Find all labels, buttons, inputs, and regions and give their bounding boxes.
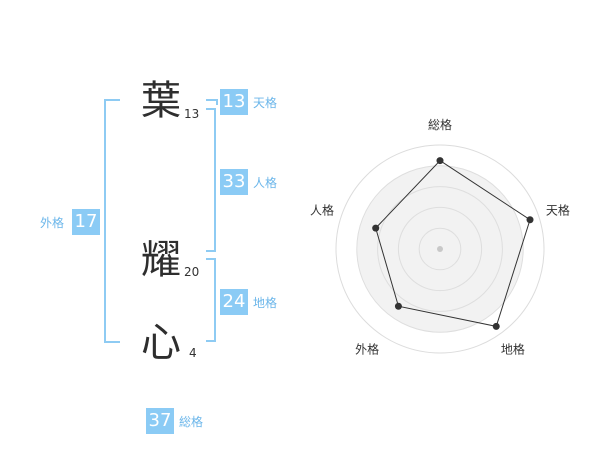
radar-ring [377,186,503,312]
jinkaku-bracket [206,108,216,252]
radar-point-1 [436,157,444,165]
name-char-2-strokes: 20 [184,265,200,279]
radar-ring [335,144,545,354]
chikaku-label: 地格 [253,296,278,310]
name-char-3-strokes: 4 [189,346,197,360]
radar-ring [356,165,524,333]
radar-ring [418,227,462,271]
radar-axis-label: 人格 [310,203,334,218]
radar-axis-label: 総格 [428,117,452,132]
radar-ring [397,206,483,292]
chikaku-value: 24 [220,289,248,315]
tenkaku-value: 13 [220,89,248,115]
radar-point-5 [372,224,380,232]
radar-point-4 [394,302,402,310]
radar-series-polygon [375,159,531,327]
name-char-1: 葉 [141,78,181,124]
tenkaku-bracket [206,99,218,105]
radar-center-dot [437,246,443,252]
gaikaku-value: 17 [72,209,100,235]
radar-axis-label: 天格 [546,203,570,218]
tenkaku-label: 天格 [253,96,278,110]
radar-point-3 [492,322,500,330]
gaikaku-bracket [104,99,120,343]
radar-axis-label: 外格 [355,341,379,356]
name-char-1-strokes: 13 [184,107,200,121]
chikaku-bracket [206,258,216,342]
radar-point-2 [526,216,534,224]
name-char-2: 耀 [141,237,181,283]
jinkaku-label: 人格 [253,176,278,190]
soukaku-label: 総格 [179,415,204,429]
soukaku-value: 37 [146,408,174,434]
gaikaku-label: 外格 [40,216,65,230]
name-char-3: 心 [141,320,181,366]
radar-axis-label: 地格 [501,341,525,356]
jinkaku-value: 33 [220,169,248,195]
